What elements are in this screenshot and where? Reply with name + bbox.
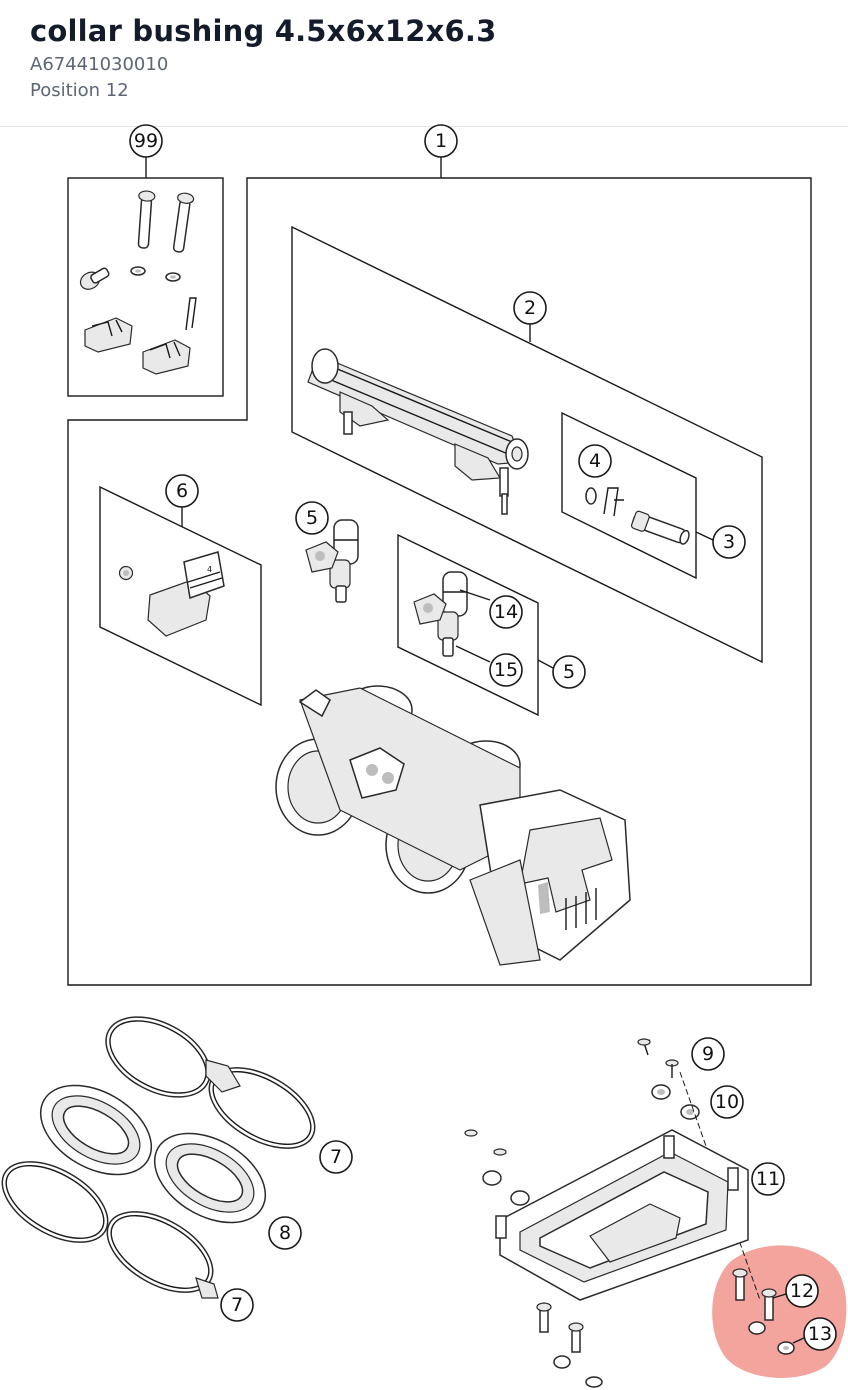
hose-clamp-top-right [205, 1059, 316, 1149]
callout-11[interactable]: 11 [751, 1162, 785, 1196]
callout-2[interactable]: 2 [513, 291, 547, 325]
part-number: A67441030010 [30, 54, 169, 75]
hose-clamp-bottom [106, 1211, 219, 1299]
assembly-1-frame [67, 157, 812, 986]
intake-boot-right [153, 1132, 267, 1224]
callout-99[interactable]: 99 [129, 124, 163, 158]
fuel-rail-part [307, 348, 529, 515]
injector-part-left [305, 519, 359, 603]
hose-clamp-top [105, 1016, 211, 1098]
ecu-housing-part [495, 1129, 749, 1301]
callout-7-top[interactable]: 7 [319, 1140, 353, 1174]
callout-8[interactable]: 8 [268, 1216, 302, 1250]
svg-text:5: 5 [306, 507, 318, 529]
svg-text:10: 10 [715, 1091, 739, 1113]
svg-text:12: 12 [790, 1280, 814, 1302]
page-header: collar bushing 4.5x6x12x6.3 A67441030010… [0, 0, 848, 127]
svg-text:6: 6 [176, 480, 188, 502]
callout-10[interactable]: 10 [710, 1085, 744, 1119]
ecu-fasteners [464, 1038, 761, 1301]
callout-13[interactable]: 13 [803, 1317, 837, 1351]
svg-text:5: 5 [563, 661, 575, 683]
callout-6[interactable]: 6 [165, 474, 199, 508]
kit-99-frame [67, 157, 224, 397]
svg-text:1: 1 [435, 130, 447, 152]
svg-text:13: 13 [808, 1323, 832, 1345]
callout-4[interactable]: 4 [578, 444, 612, 478]
callout-14[interactable]: 14 [489, 595, 523, 629]
svg-text:11: 11 [756, 1168, 780, 1190]
callout-3[interactable]: 3 [712, 525, 746, 559]
svg-text:99: 99 [134, 130, 158, 152]
connector-3-frame [561, 411, 714, 580]
map-sensor-part: 4 [118, 551, 225, 637]
svg-text:4: 4 [589, 450, 601, 472]
svg-text:4: 4 [207, 565, 212, 574]
svg-text:8: 8 [279, 1222, 291, 1244]
injector-part-right [413, 571, 491, 663]
callout-12[interactable]: 12 [785, 1274, 819, 1308]
svg-text:7: 7 [231, 1294, 243, 1316]
page-title: collar bushing 4.5x6x12x6.3 [30, 14, 497, 48]
callout-1[interactable]: 1 [424, 124, 458, 158]
svg-text:2: 2 [524, 297, 536, 319]
position-label: Position 12 [30, 80, 129, 101]
callout-7-bottom[interactable]: 7 [220, 1288, 254, 1322]
callout-13-leader [792, 1337, 805, 1344]
selected-position-highlight [712, 1245, 847, 1378]
svg-text:15: 15 [494, 659, 518, 681]
svg-text:3: 3 [723, 531, 735, 553]
callout-5-left[interactable]: 5 [295, 501, 329, 535]
callout-12-leader [772, 1293, 787, 1299]
callout-5-right[interactable]: 5 [552, 655, 586, 689]
throttle-body-part [275, 685, 631, 966]
collar-bushing-parts [536, 1268, 795, 1388]
injector-5-frame [397, 533, 554, 717]
fuel-rail-2-frame [291, 225, 763, 664]
callout-15[interactable]: 15 [489, 653, 523, 687]
svg-text:9: 9 [702, 1043, 714, 1065]
sensor-6-frame [99, 485, 262, 707]
connector-parts [585, 487, 690, 545]
intake-boot-left [39, 1084, 153, 1176]
svg-text:14: 14 [494, 601, 518, 623]
kit-99-parts [79, 190, 197, 375]
svg-text:7: 7 [330, 1146, 342, 1168]
hose-clamp-bottom-left [1, 1161, 109, 1243]
callout-9[interactable]: 9 [691, 1037, 725, 1071]
